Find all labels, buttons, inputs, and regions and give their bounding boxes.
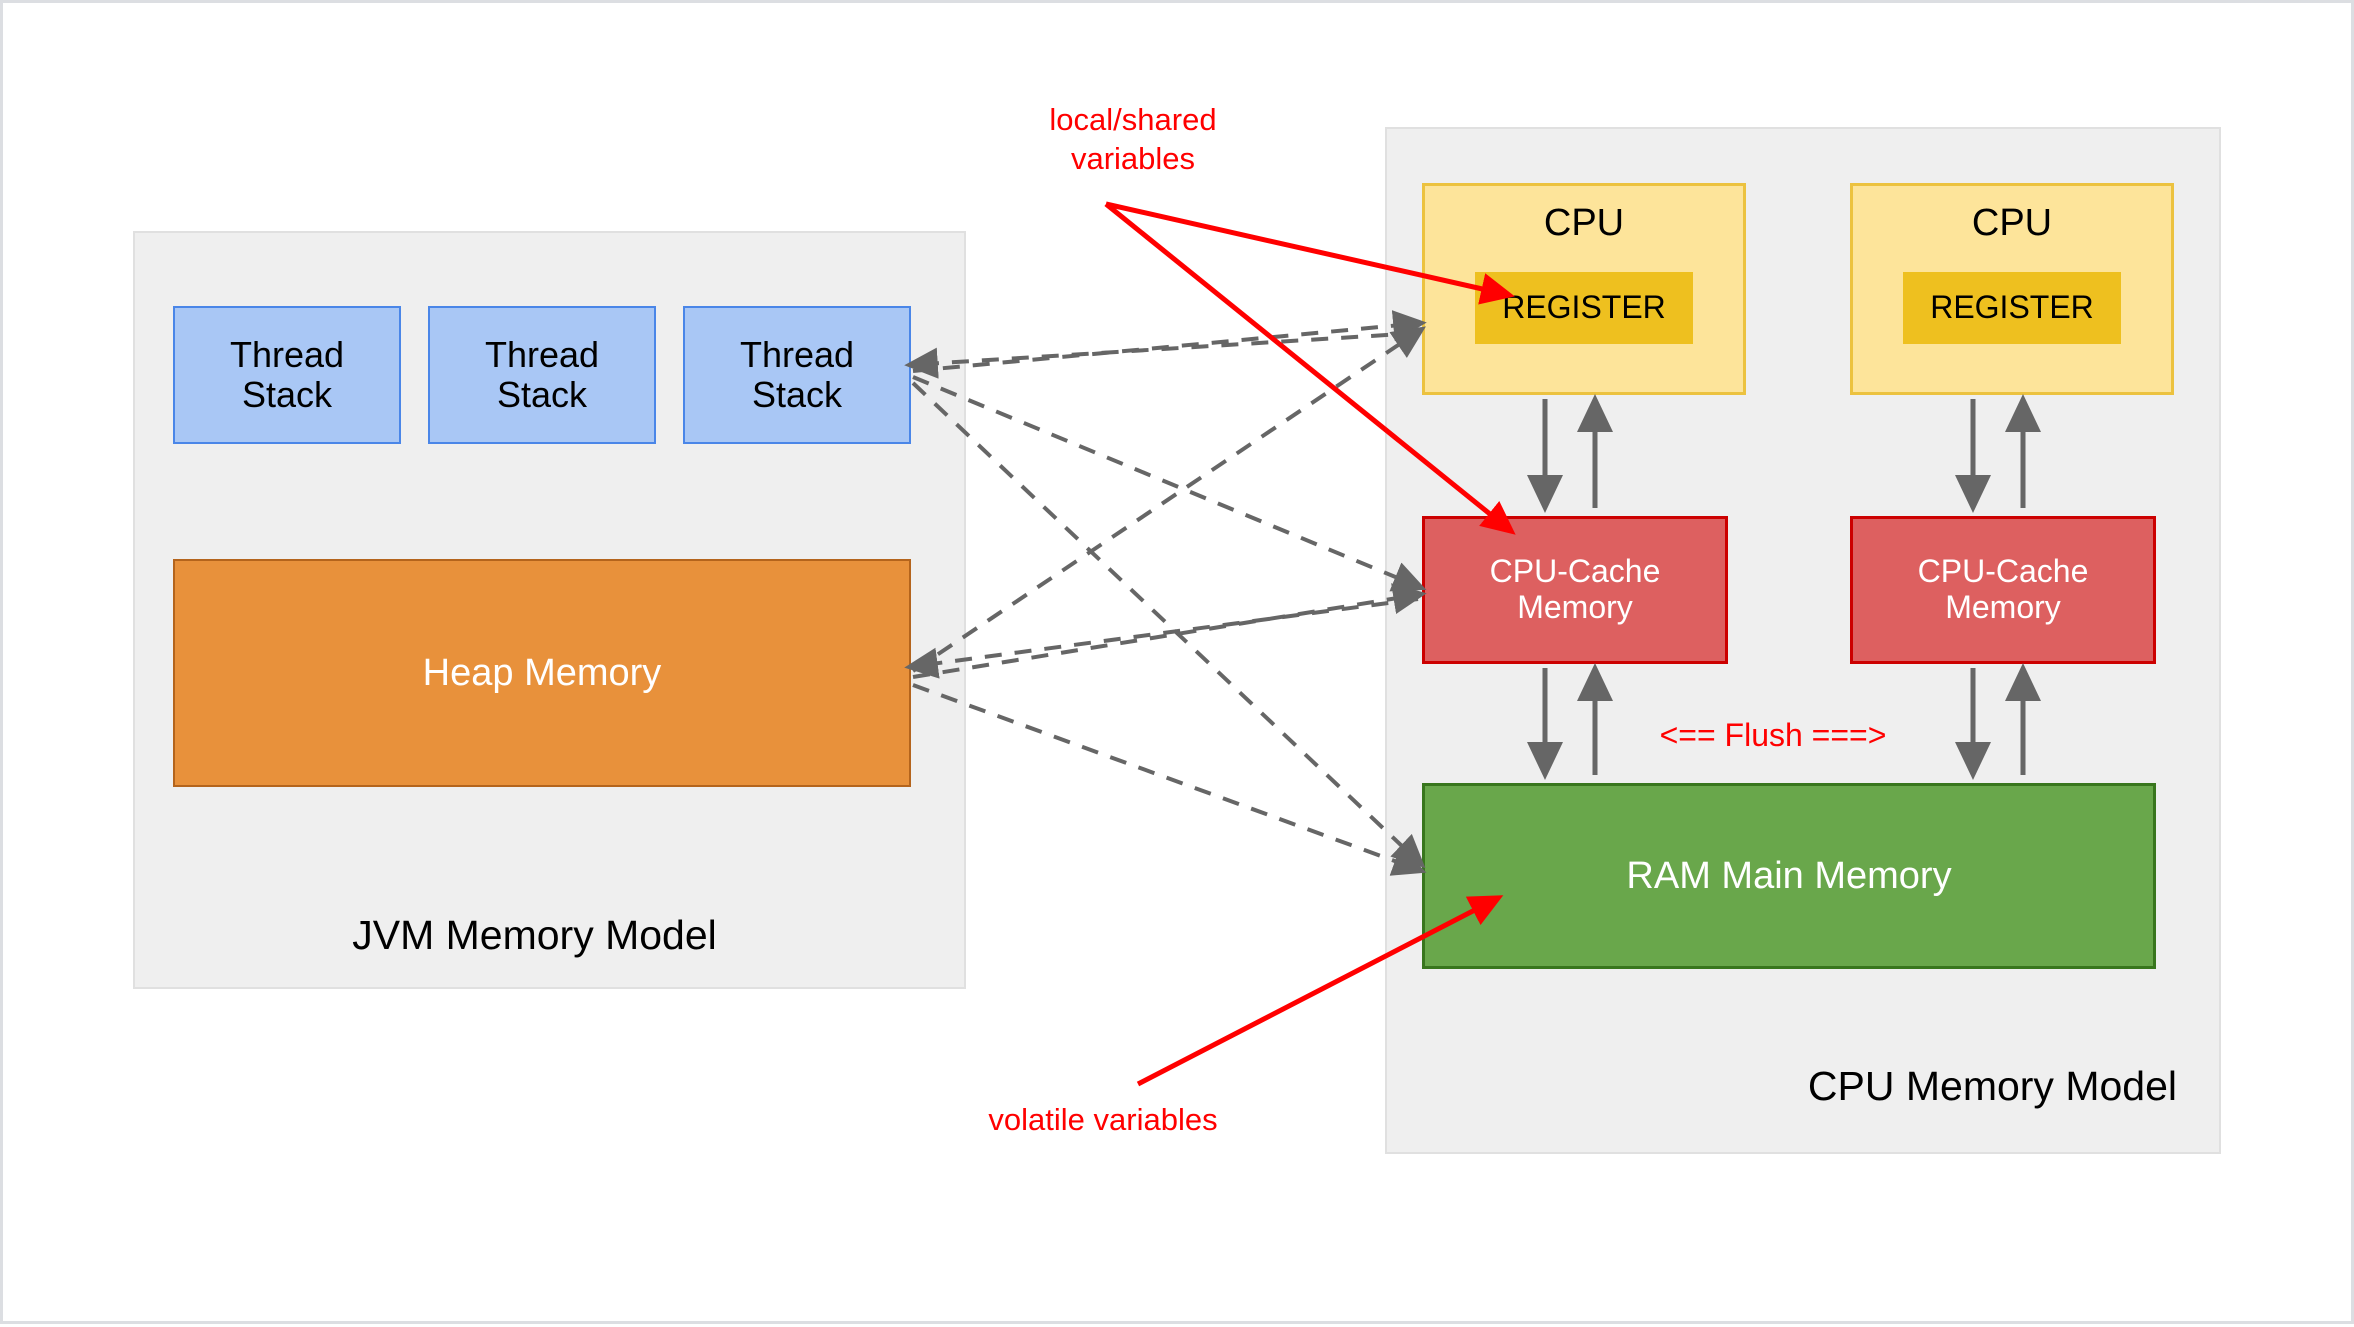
dashed-arrow-heap-to-cache: [912, 583, 1427, 679]
cpu-label-1: CPU: [1543, 202, 1625, 244]
dashed-arrow-heap-to-ram: [912, 683, 1427, 876]
ram-main-memory-label: RAM Main Memory: [1626, 854, 1952, 897]
thread-stack-box-3: Thread Stack: [683, 306, 911, 444]
cpu-cache-box-2: CPU-Cache Memory: [1850, 516, 2156, 664]
annotation-volatile-variables: volatile variables: [988, 1102, 1218, 1137]
thread-stack-box-2: Thread Stack: [428, 306, 656, 444]
register-box-2: REGISTER: [1903, 272, 2121, 344]
dashed-arrow-heap-to-register: [911, 326, 1426, 673]
cpu-cache-box-1: CPU-Cache Memory: [1422, 516, 1728, 664]
thread-stack-box-1: Thread Stack: [173, 306, 401, 444]
register-box-1: REGISTER: [1475, 272, 1693, 344]
dashed-arrow-threadstack-to-ram: [911, 381, 1426, 869]
dashed-arrow-threadstack-to-cache: [912, 375, 1427, 592]
dashed-arrow-threadstack-to-register: [912, 310, 1427, 373]
dashed-arrow-register-to-threadstack: [904, 331, 1419, 379]
heap-memory-label: Heap Memory: [422, 651, 662, 694]
heap-memory-box: Heap Memory: [173, 559, 911, 787]
thread-stack-label-3: Thread Stack: [739, 333, 855, 415]
thread-stack-label-1: Thread Stack: [229, 333, 345, 415]
cpu-cache-label-1: CPU-Cache Memory: [1489, 553, 1661, 625]
jvm-memory-model-caption: JVM Memory Model: [352, 912, 717, 958]
thread-stack-label-2: Thread Stack: [484, 333, 600, 415]
cpu-cache-label-2: CPU-Cache Memory: [1917, 553, 2089, 625]
cpu-label-2: CPU: [1971, 202, 2053, 244]
annotation-flush-label: <== Flush ===>: [1659, 717, 1887, 753]
cpu-box-2: CPU REGISTER: [1850, 183, 2174, 395]
cpu-box-1: CPU REGISTER: [1422, 183, 1746, 395]
ram-main-memory-box: RAM Main Memory: [1422, 783, 2156, 969]
cpu-memory-model-caption: CPU Memory Model: [1807, 1063, 2177, 1109]
dashed-arrow-cache-to-heap: [904, 597, 1419, 679]
register-label-2: REGISTER: [1930, 289, 2094, 326]
register-label-1: REGISTER: [1502, 289, 1666, 326]
annotation-local-shared-variables: local/shared variables: [1049, 102, 1217, 176]
